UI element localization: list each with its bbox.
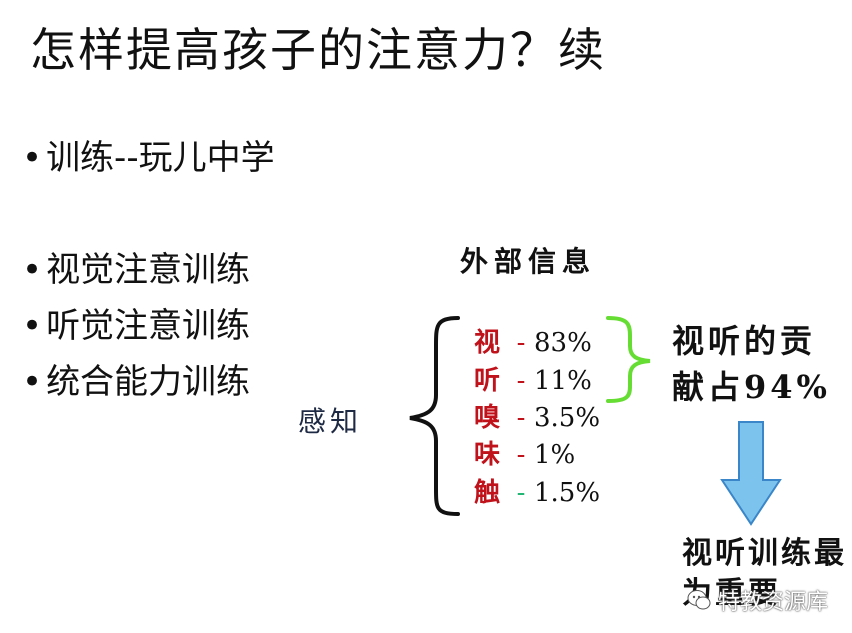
sense-dash: - bbox=[516, 478, 526, 508]
perception-label: 感知 bbox=[298, 405, 363, 438]
sense-percent: 83% bbox=[534, 328, 592, 358]
sense-row-taste: 味-1% bbox=[474, 438, 575, 472]
bullet-auditory-training: •听觉注意训练 bbox=[22, 298, 250, 347]
bullet-dot: • bbox=[22, 250, 43, 290]
sense-percent: 3.5% bbox=[534, 403, 601, 433]
bullet-training-play: •训练--玩儿中学 bbox=[22, 130, 275, 179]
bullet-text: 听觉注意训练 bbox=[46, 306, 251, 346]
bullet-dot: • bbox=[22, 138, 43, 178]
sense-row-hearing: 听-11% bbox=[474, 364, 592, 398]
watermark: 特教资源库 bbox=[686, 584, 828, 616]
bullet-text: 训练--玩儿中学 bbox=[46, 138, 275, 178]
watermark-text: 特教资源库 bbox=[718, 590, 829, 615]
bullet-dot: • bbox=[22, 306, 43, 346]
sense-name: 味 bbox=[474, 440, 501, 470]
bullet-dot: • bbox=[22, 362, 43, 402]
sense-name: 嗅 bbox=[474, 403, 501, 433]
sense-name: 听 bbox=[474, 366, 501, 396]
bullet-text: 统合能力训练 bbox=[46, 362, 251, 402]
sense-dash: - bbox=[516, 403, 526, 433]
external-info-label: 外部信息 bbox=[460, 245, 597, 278]
bullet-text: 视觉注意训练 bbox=[46, 250, 251, 290]
sense-dash: - bbox=[516, 366, 526, 396]
slide-title: 怎样提高孩子的注意力？续 bbox=[30, 23, 606, 77]
sense-dash: - bbox=[516, 440, 526, 470]
contribution-text: 视听的贡献占94% bbox=[672, 322, 831, 406]
sense-row-sight: 视-83% bbox=[474, 326, 592, 360]
bullet-integration-training: •统合能力训练 bbox=[22, 354, 250, 403]
wechat-bubble-icon bbox=[687, 590, 711, 610]
sense-percent: 1% bbox=[534, 440, 576, 470]
sense-dash: - bbox=[516, 328, 526, 358]
sense-row-touch: 触-1.5% bbox=[474, 476, 600, 510]
black-curly-brace bbox=[409, 316, 460, 516]
green-curly-brace bbox=[606, 316, 651, 403]
bullet-visual-training: •视觉注意训练 bbox=[22, 242, 250, 291]
sense-row-smell: 嗅-3.5% bbox=[474, 401, 600, 435]
sense-name: 视 bbox=[474, 328, 501, 358]
conclusion-text: 视听训练最为重要 bbox=[682, 536, 847, 611]
sense-name: 触 bbox=[474, 478, 501, 508]
down-arrow bbox=[720, 421, 782, 526]
sense-percent: 11% bbox=[534, 366, 592, 396]
sense-percent: 1.5% bbox=[534, 478, 601, 508]
